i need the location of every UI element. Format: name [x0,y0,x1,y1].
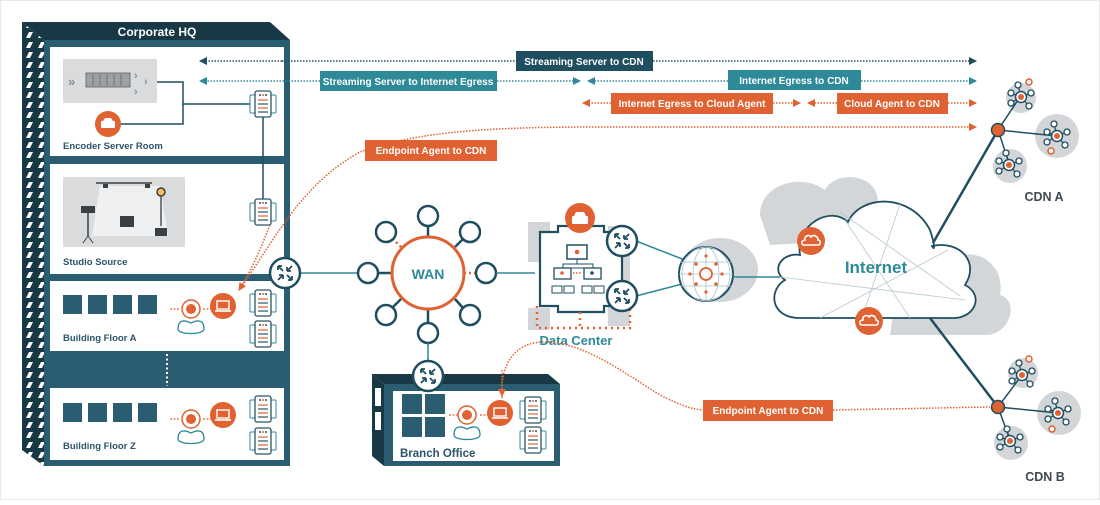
cdn-b-edge-node [990,399,1006,415]
corporate-hq-title: Corporate HQ [118,25,197,39]
svg-text:›: › [144,76,148,88]
building-side-windows [22,22,44,466]
encoder-rack-icon [85,72,131,88]
wan-label: WAN [412,266,445,282]
corporate-hq-building: Corporate HQ » › › › Encoder Server Room… [22,22,290,466]
room-label-encoder: Encoder Server Room [63,141,163,152]
server-stack-icon [249,198,277,226]
svg-text:Endpoint Agent to CDN: Endpoint Agent to CDN [376,146,487,157]
cdn-a-edge-node [990,122,1006,138]
cloud-agent-icon [854,306,884,336]
data-center-router-icon[interactable] [605,279,639,313]
path-label-streaming-to-egress[interactable]: Streaming Server to Internet Egress [320,71,497,91]
path-label-endpoint-to-cdn-hq[interactable]: Endpoint Agent to CDN [365,140,497,161]
svg-text:Internet Egress to CDN: Internet Egress to CDN [739,76,848,87]
data-center: Data Center [528,203,632,348]
room-floor-a [50,281,284,351]
building-roof [22,22,290,40]
server-stack-icon [249,395,277,423]
wan-hub: WAN [356,204,498,345]
server-stack-icon [519,396,547,424]
path-label-streaming-to-cdn[interactable]: Streaming Server to CDN [516,51,653,71]
path-label-endpoint-to-cdn-branch[interactable]: Endpoint Agent to CDN [703,400,833,421]
room-floor-z [50,388,284,460]
internet-cloud: Internet [760,177,1011,336]
laptop-icon [209,292,237,320]
data-center-server-icon [565,203,595,233]
cdn-a: CDN A [990,78,1079,204]
cdn-a-label: CDN A [1024,190,1063,204]
data-center-label: Data Center [540,333,613,348]
clapperboard-icon [120,216,134,227]
branch-router-icon[interactable] [411,359,445,393]
wan-node-icon [356,204,498,345]
branch-office-building: Branch Office [372,374,560,466]
laptop-icon [209,401,237,429]
input-chevron-icon: » [68,74,75,89]
encoder-server-icon [95,111,121,137]
path-label-egress-to-cloud-agent[interactable]: Internet Egress to Cloud Agent [611,93,773,114]
internet-to-cdn-a-link [931,129,1000,244]
endpoint-floor-a-path [238,123,977,291]
internet-to-cdn-b-link [929,317,999,408]
svg-text:Streaming Server to Internet E: Streaming Server to Internet Egress [323,77,494,88]
svg-text:Endpoint Agent to CDN: Endpoint Agent to CDN [713,406,824,417]
svg-text:Cloud Agent to CDN: Cloud Agent to CDN [844,99,940,110]
branch-desks [402,394,445,437]
studio-light-icon [156,187,166,226]
path-label-cloud-agent-to-cdn[interactable]: Cloud Agent to CDN [837,93,948,114]
room-label-floor-z: Building Floor Z [63,441,136,452]
server-stack-icon [249,320,277,348]
encoder-link [157,81,253,105]
server-stack-icon [249,90,277,118]
floor-z-desks [63,403,157,422]
svg-text:Streaming Server to CDN: Streaming Server to CDN [524,57,643,68]
camera-icon [81,206,95,244]
output-chevron-icon: › [134,70,138,82]
internet-egress-globe [678,238,758,302]
server-stack-icon [249,427,277,455]
server-stack-icon [249,289,277,317]
monitor-icon [155,228,167,236]
cloud-agent-icon [796,226,826,256]
cdn-b: CDN B [990,355,1081,484]
svg-text:›: › [134,86,138,98]
cdn-b-label: CDN B [1025,470,1065,484]
floor-a-desks [63,295,157,314]
room-label-floor-a: Building Floor A [63,333,137,344]
laptop-icon [486,399,514,427]
room-label-studio: Studio Source [63,257,127,268]
server-stack-icon [519,426,547,454]
path-label-egress-to-cdn[interactable]: Internet Egress to CDN [728,70,861,90]
data-center-router-icon[interactable] [605,224,639,258]
branch-office-label: Branch Office [400,448,475,460]
internet-label: Internet [845,258,908,277]
hq-router-icon[interactable] [268,256,302,290]
svg-text:Internet Egress to Cloud Agent: Internet Egress to Cloud Agent [619,99,767,110]
